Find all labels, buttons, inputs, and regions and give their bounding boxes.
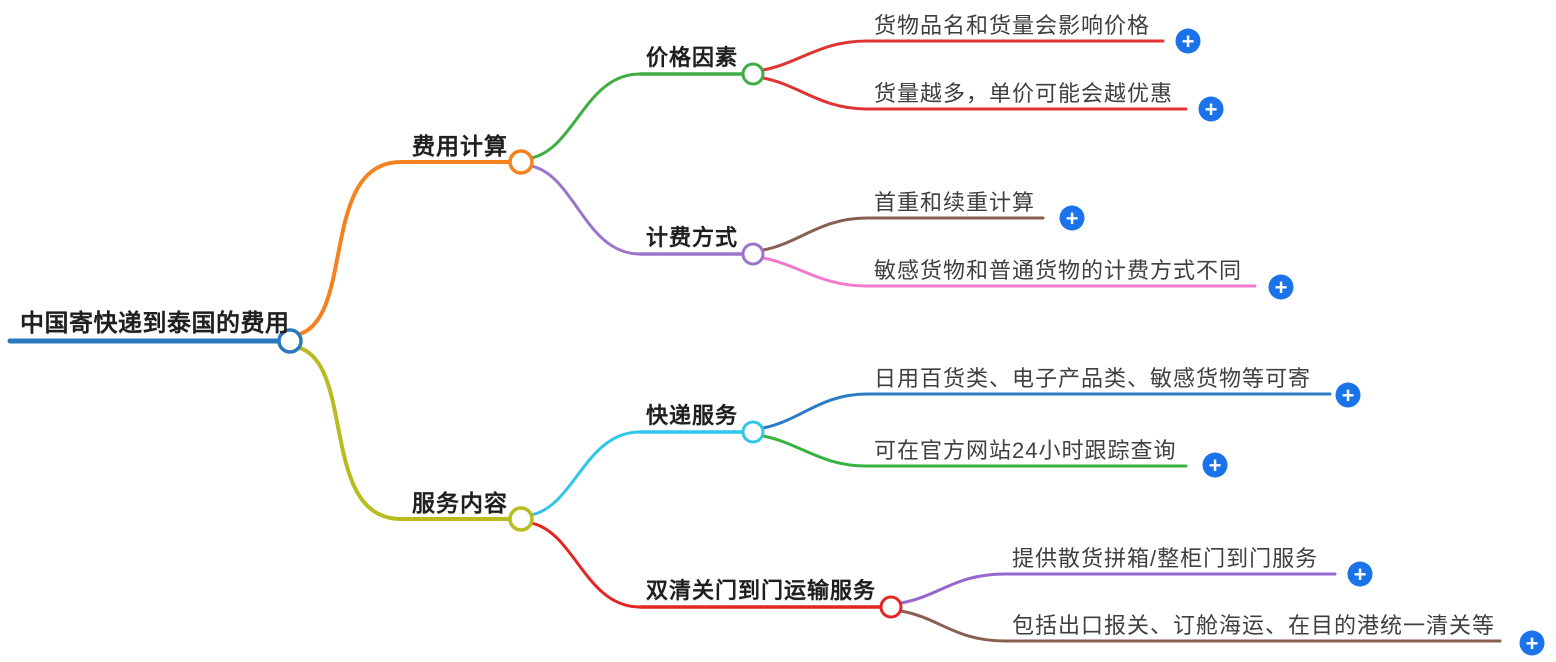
curve-root-to-fee-calc [298, 160, 403, 336]
node-label-billing-method[interactable]: 计费方式 [646, 225, 739, 250]
plus-icon-glyph: + [1275, 275, 1288, 300]
plus-icon-glyph: + [1182, 29, 1195, 54]
curve-express-to-leaf1 [761, 392, 869, 430]
door-to-door-node-handle[interactable] [879, 595, 903, 619]
node-handles [277, 62, 903, 619]
services-node-handle[interactable] [508, 506, 534, 532]
plus-icon-glyph: + [1354, 562, 1367, 587]
curve-door-to-door-to-leaf1 [899, 572, 1007, 605]
add-child-button[interactable]: + [1175, 28, 1201, 55]
curve-fee-calc-to-billing-method [529, 164, 642, 256]
node-label-fee-calc[interactable]: 费用计算 [412, 133, 508, 159]
node-underlines [7, 39, 1502, 643]
plus-icon-glyph: + [1205, 97, 1218, 122]
add-child-button[interactable]: + [1519, 630, 1545, 657]
node-label-services[interactable]: 服务内容 [412, 490, 508, 516]
plus-icon[interactable] [1175, 28, 1201, 54]
add-child-button[interactable]: + [1268, 274, 1294, 301]
plus-icon-glyph: + [1526, 631, 1539, 656]
add-child-button[interactable]: + [1198, 96, 1224, 123]
curve-billing-to-leaf1 [761, 216, 869, 252]
price-factors-node-handle[interactable] [741, 62, 765, 86]
express-service-node-handle[interactable] [741, 420, 765, 444]
add-child-button[interactable]: + [1335, 382, 1361, 409]
leaf-label[interactable]: 提供散货拼箱/整柜门到门服务 [1012, 546, 1319, 571]
add-child-button[interactable]: + [1347, 561, 1373, 588]
plus-icon[interactable] [1347, 561, 1373, 587]
curve-express-to-leaf2 [761, 434, 869, 468]
leaf-label[interactable]: 敏感货物和普通货物的计费方式不同 [874, 258, 1243, 283]
billing-method-node-handle[interactable] [741, 242, 765, 266]
node-label-express-service[interactable]: 快递服务 [646, 403, 739, 428]
connector-curves [298, 39, 1007, 643]
leaf-label[interactable]: 首重和续重计算 [874, 190, 1036, 215]
node-label-price-factors[interactable]: 价格因素 [646, 45, 739, 70]
plus-icon-glyph: + [1066, 206, 1079, 231]
plus-icon[interactable] [1519, 630, 1545, 656]
plus-icon[interactable] [1059, 205, 1085, 231]
add-buttons: + + + + + + + + [1059, 28, 1545, 657]
curve-services-to-door-to-door [529, 521, 642, 609]
plus-icon[interactable] [1198, 96, 1224, 122]
curve-billing-to-leaf2 [761, 256, 869, 288]
node-label-door-to-door[interactable]: 双清关门到门运输服务 [646, 578, 877, 603]
fee-calc-node-handle[interactable] [508, 149, 534, 175]
plus-icon-glyph: + [1209, 453, 1222, 478]
curve-services-to-express [529, 430, 642, 517]
leaf-label[interactable]: 货量越多，单价可能会越优惠 [874, 81, 1174, 106]
curve-price-factors-to-leaf1 [761, 39, 869, 72]
add-child-button[interactable]: + [1059, 205, 1085, 232]
plus-icon[interactable] [1335, 382, 1361, 408]
plus-icon-glyph: + [1342, 383, 1355, 408]
curve-fee-calc-to-price-factors [529, 72, 642, 160]
curve-door-to-door-to-leaf2 [899, 609, 1007, 643]
leaf-label[interactable]: 包括出口报关、订舱海运、在目的港统一清关等 [1012, 613, 1496, 638]
curve-root-to-services [298, 346, 403, 521]
curve-price-factors-to-leaf2 [761, 76, 869, 111]
plus-icon[interactable] [1268, 274, 1294, 300]
root-node-label[interactable]: 中国寄快递到泰国的费用 [20, 310, 290, 337]
leaf-label[interactable]: 日用百货类、电子产品类、敏感货物等可寄 [874, 366, 1312, 391]
leaf-label[interactable]: 可在官方网站24小时跟踪查询 [874, 438, 1177, 463]
add-child-button[interactable]: + [1202, 452, 1228, 479]
leaf-label[interactable]: 货物品名和货量会影响价格 [874, 13, 1151, 38]
plus-icon[interactable] [1202, 452, 1228, 478]
root-node-handle[interactable] [277, 328, 303, 354]
